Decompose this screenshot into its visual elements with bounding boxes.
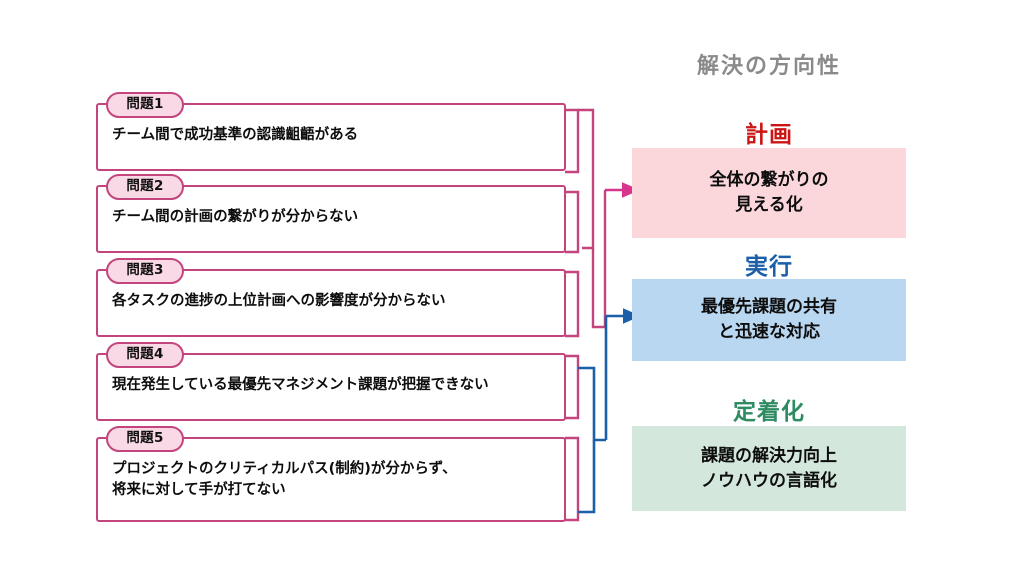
solution-heading-establish: 定着化 <box>733 399 805 425</box>
problem-tab-4: 問題4 <box>106 342 184 368</box>
bracket-plan <box>578 108 607 329</box>
solution-box-establish[interactable]: 課題の解決力向上 ノウハウの言語化 <box>632 426 906 511</box>
solution-box-text: 全体の繋がりの 見える化 <box>709 170 829 215</box>
problem-stubs-execute <box>565 354 580 522</box>
solution-heading-plan: 計画 <box>745 122 793 148</box>
problem-text-4: 現在発生している最優先マネジメント課題が把握できない <box>112 377 489 393</box>
problem-text-1: チーム間で成功基準の認識齟齬がある <box>112 127 359 143</box>
problem-tab-label: 問題1 <box>126 96 164 113</box>
problem-text-2: チーム間の計画の繋がりが分からない <box>112 209 359 225</box>
solution-box-execute[interactable]: 最優先課題の共有 と迅速な対応 <box>632 279 906 361</box>
problem-tab-3: 問題3 <box>106 258 184 284</box>
problem-tab-label: 問題3 <box>126 262 164 279</box>
problem-tab-2: 問題2 <box>106 174 184 200</box>
solution-heading-execute: 実行 <box>745 254 793 280</box>
problem-tab-label: 問題2 <box>126 178 164 195</box>
solution-box-plan[interactable]: 全体の繋がりの 見える化 <box>632 148 906 238</box>
problem-card-4[interactable]: 問題4 現在発生している最優先マネジメント課題が把握できない <box>96 342 566 421</box>
problem-card-5[interactable]: 問題5 プロジェクトのクリティカルパス(制約)が分からず、 将来に対して手が打て… <box>96 426 566 522</box>
right-column-title: 解決の方向性 <box>696 54 841 79</box>
problem-tab-label: 問題4 <box>126 346 164 363</box>
problem-stubs-plan <box>565 108 580 338</box>
problem-tab-1: 問題1 <box>106 92 184 118</box>
solution-box-text: 最優先課題の共有 と迅速な対応 <box>701 297 837 342</box>
problem-card-1[interactable]: 問題1 チーム間で成功基準の認識齟齬がある <box>96 92 566 171</box>
problem-card-3[interactable]: 問題3 各タスクの進捗の上位計画への影響度が分からない <box>96 258 566 337</box>
problem-card-2[interactable]: 問題2 チーム間の計画の繋がりが分からない <box>96 174 566 253</box>
bracket-execute <box>578 316 608 514</box>
solution-box-text: 課題の解決力向上 ノウハウの言語化 <box>701 445 837 491</box>
problem-tab-5: 問題5 <box>106 426 184 452</box>
problem-tab-label: 問題5 <box>126 430 164 447</box>
problem-text-5: プロジェクトのクリティカルパス(制約)が分からず、 将来に対して手が打てない <box>112 461 457 499</box>
problem-text-3: 各タスクの進捗の上位計画への影響度が分からない <box>112 293 446 309</box>
